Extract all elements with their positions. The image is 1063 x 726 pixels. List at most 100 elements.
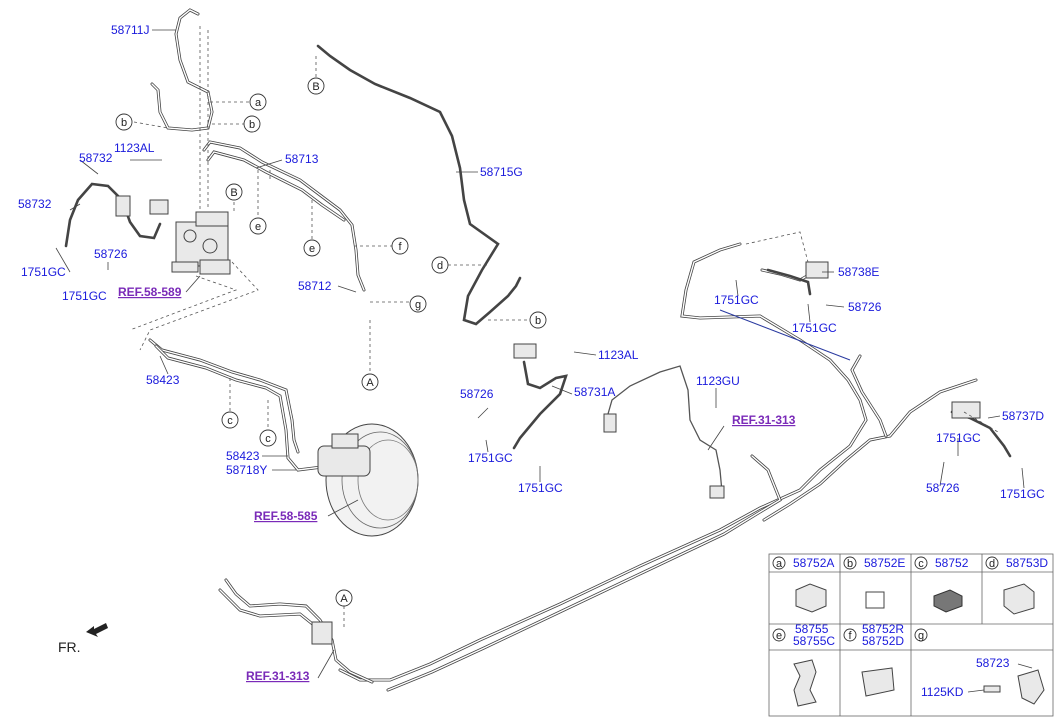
abs-module bbox=[171, 211, 231, 275]
callout-a-1: a bbox=[249, 93, 267, 111]
legend-cell-e: e 58755 58755C bbox=[772, 622, 835, 707]
clip-58752E-icon bbox=[865, 591, 885, 609]
sensor-wire bbox=[607, 365, 723, 493]
svg-text:b: b bbox=[847, 558, 853, 570]
svg-text:58755C: 58755C bbox=[793, 634, 835, 648]
clip-58752-icon bbox=[933, 589, 963, 613]
svg-text:a: a bbox=[255, 97, 262, 109]
clip-58755-icon bbox=[793, 659, 817, 707]
label-58731A: 58731A bbox=[574, 385, 615, 399]
svg-text:b: b bbox=[535, 315, 541, 327]
bolt-1125KD-icon bbox=[983, 685, 1001, 693]
svg-text:A: A bbox=[340, 593, 348, 605]
svg-text:1125KD: 1125KD bbox=[921, 685, 964, 699]
front-arrow-icon bbox=[86, 623, 108, 637]
label-58712: 58712 bbox=[298, 279, 332, 293]
callout-A-1: A bbox=[361, 373, 379, 391]
label-58423-lower: 58423 bbox=[226, 449, 260, 463]
hose-58732 bbox=[64, 182, 162, 248]
svg-text:58752A: 58752A bbox=[793, 556, 834, 570]
label-58711J: 58711J bbox=[111, 23, 149, 37]
callout-e-1: e bbox=[249, 217, 267, 235]
pipe-58711J bbox=[150, 8, 214, 132]
bracket-58723-icon bbox=[1017, 669, 1045, 705]
hose-58731A bbox=[512, 360, 568, 450]
label-1751GC-3: 1751GC bbox=[714, 293, 759, 307]
label-58718Y: 58718Y bbox=[226, 463, 267, 477]
legend-table: a 58752A b 58752E c 58752 d 58753D e 587… bbox=[768, 553, 1054, 717]
svg-text:58752E: 58752E bbox=[864, 556, 905, 570]
label-1751GC-7: 1751GC bbox=[936, 431, 981, 445]
label-58726-2: 58726 bbox=[848, 300, 882, 314]
callout-b-2: b bbox=[243, 115, 261, 133]
svg-text:A: A bbox=[366, 377, 374, 389]
label-58726-3: 58726 bbox=[460, 387, 494, 401]
label-58713: 58713 bbox=[285, 152, 319, 166]
ref-58-585[interactable]: REF.58-585 bbox=[254, 509, 318, 523]
label-1751GC-8: 1751GC bbox=[1000, 487, 1045, 501]
label-58732-lower: 58732 bbox=[18, 197, 52, 211]
ref-31-313-upper[interactable]: REF.31-313 bbox=[732, 413, 796, 427]
label-58715G: 58715G bbox=[480, 165, 523, 179]
svg-text:b: b bbox=[121, 117, 127, 129]
callout-c-1: c bbox=[221, 411, 239, 429]
svg-text:g: g bbox=[415, 299, 421, 311]
svg-text:f: f bbox=[848, 630, 852, 642]
label-1751GC-1: 1751GC bbox=[21, 265, 66, 279]
svg-text:58723: 58723 bbox=[976, 656, 1010, 670]
svg-text:a: a bbox=[776, 558, 783, 570]
svg-text:e: e bbox=[309, 243, 315, 255]
callout-d-1: d bbox=[431, 256, 449, 274]
label-58738E: 58738E bbox=[838, 265, 879, 279]
clip-58752R-icon bbox=[861, 667, 895, 697]
callout-dash-lines bbox=[133, 26, 530, 630]
svg-text:g: g bbox=[918, 630, 924, 642]
label-58737D: 58737D bbox=[1002, 409, 1044, 423]
svg-text:e: e bbox=[776, 630, 782, 642]
label-1123AL-upper: 1123AL bbox=[114, 141, 155, 155]
label-1751GC-5: 1751GC bbox=[468, 451, 513, 465]
svg-text:B: B bbox=[312, 81, 319, 93]
callout-f-1: f bbox=[391, 237, 409, 255]
svg-text:58752: 58752 bbox=[935, 556, 969, 570]
label-1123GU: 1123GU bbox=[696, 374, 740, 388]
svg-text:58753D: 58753D bbox=[1006, 556, 1048, 570]
svg-text:B: B bbox=[230, 187, 237, 199]
callout-A-2: A bbox=[335, 589, 353, 607]
abs-dash-line bbox=[139, 261, 259, 351]
callout-B-1: B bbox=[307, 77, 325, 95]
brake-booster bbox=[317, 423, 419, 537]
callout-b-3: b bbox=[529, 311, 547, 329]
svg-text:c: c bbox=[265, 433, 271, 445]
legend-cell-d: d 58753D bbox=[985, 556, 1048, 615]
legend-cell-f: f 58752R 58752D bbox=[843, 622, 904, 697]
clip-58752A-icon bbox=[795, 583, 827, 613]
label-1751GC-6: 1751GC bbox=[518, 481, 563, 495]
ref-31-313-lower[interactable]: REF.31-313 bbox=[246, 669, 310, 683]
legend-cell-c: c 58752 bbox=[914, 556, 969, 613]
svg-text:c: c bbox=[918, 558, 924, 570]
legend-cell-a: a 58752A bbox=[772, 556, 834, 613]
svg-text:d: d bbox=[989, 558, 995, 570]
callout-e-2: e bbox=[303, 239, 321, 257]
label-1751GC-2: 1751GC bbox=[62, 289, 107, 303]
hose-bracket bbox=[115, 195, 131, 217]
svg-text:58752R: 58752R bbox=[862, 622, 904, 636]
svg-text:58752D: 58752D bbox=[862, 634, 904, 648]
label-58726-4: 58726 bbox=[926, 481, 960, 495]
leader-lines bbox=[55, 29, 1025, 679]
svg-text:f: f bbox=[398, 241, 402, 253]
legend-cell-g: g 58723 1125KD bbox=[914, 628, 1045, 705]
callout-B-2: B bbox=[225, 183, 243, 201]
callout-c-2: c bbox=[259, 429, 277, 447]
callout-b-1: b bbox=[115, 113, 133, 131]
pipe-58715G bbox=[316, 44, 522, 326]
front-label: FR. bbox=[58, 639, 81, 655]
svg-text:d: d bbox=[437, 260, 443, 272]
svg-text:58755: 58755 bbox=[795, 622, 829, 636]
ref-58-589[interactable]: REF.58-589 bbox=[118, 285, 182, 299]
callout-g-1: g bbox=[409, 295, 427, 313]
label-1123AL-lower: 1123AL bbox=[598, 348, 639, 362]
svg-text:c: c bbox=[227, 415, 233, 427]
